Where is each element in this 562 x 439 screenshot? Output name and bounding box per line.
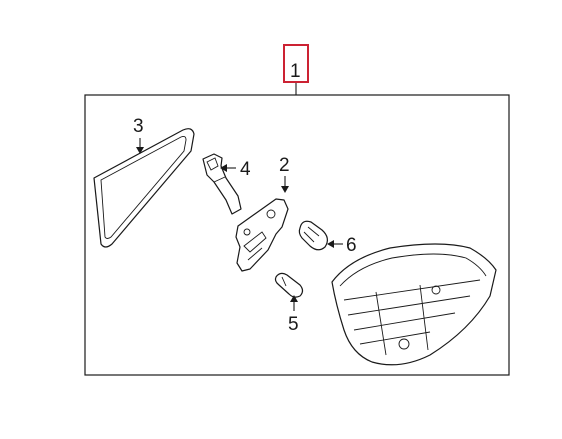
callout-4-arrowhead [220, 164, 227, 172]
callout-4-label: 4 [240, 159, 251, 180]
callout-6-label: 6 [346, 235, 357, 256]
callout-2-label: 2 [279, 155, 290, 176]
callout-1-label: 1 [290, 61, 301, 82]
callout-3-arrowhead [136, 147, 144, 154]
lamp-housing-part [331, 243, 497, 366]
small-bulb-part [274, 272, 304, 298]
assembly-frame [84, 94, 510, 376]
callout-2-arrowhead [281, 186, 289, 193]
gasket-part [93, 128, 195, 248]
socket-part [235, 198, 289, 272]
callout-1-highlight-box[interactable] [283, 44, 309, 83]
callout-5-arrowhead [290, 295, 298, 302]
callout-3-label: 3 [133, 116, 144, 137]
callout-5-label: 5 [288, 314, 299, 335]
bracket-part [202, 153, 242, 215]
large-bulb-part [298, 220, 328, 251]
callout-6-arrowhead [327, 240, 334, 248]
